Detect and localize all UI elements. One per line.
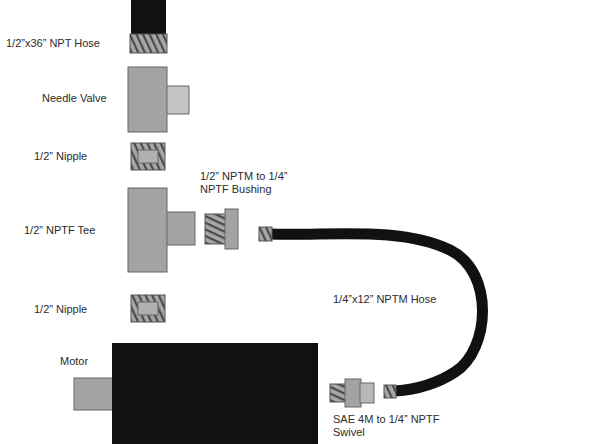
bushing-thread <box>205 214 227 244</box>
hose-thread <box>384 385 396 398</box>
nipple-hex <box>138 150 158 163</box>
part-label: 1/2”x36” NPT Hose <box>6 37 100 50</box>
part-label: 1/4”x12” NPTM Hose <box>333 293 436 306</box>
part-label: Motor <box>60 355 88 368</box>
tee-body <box>128 188 167 272</box>
hose-thread <box>259 227 272 241</box>
part-label: 1/2” NPTM to 1/4” NPTF Bushing <box>200 170 292 196</box>
part-label: 1/2” Nipple <box>34 150 87 163</box>
nipple <box>131 143 165 170</box>
motor <box>112 343 318 444</box>
part-label: 1/2” NPTF Tee <box>24 224 95 237</box>
part-label: SAE 4M to 1/4” NPTF Swivel <box>333 413 443 439</box>
swivel-hex <box>345 379 361 407</box>
needle-valve <box>128 67 167 132</box>
hose-thread <box>130 34 167 53</box>
part-label: Needle Valve <box>42 92 107 105</box>
swivel-nut <box>360 383 374 403</box>
motor-shaft <box>74 378 114 410</box>
bushing-hex <box>225 209 238 249</box>
nipple-hex <box>138 302 158 315</box>
valve-knob <box>165 86 189 114</box>
hose <box>131 0 166 36</box>
tee-arm <box>165 212 195 245</box>
swivel-thread <box>330 384 346 402</box>
nipple <box>131 295 165 322</box>
part-label: 1/2” Nipple <box>34 303 87 316</box>
